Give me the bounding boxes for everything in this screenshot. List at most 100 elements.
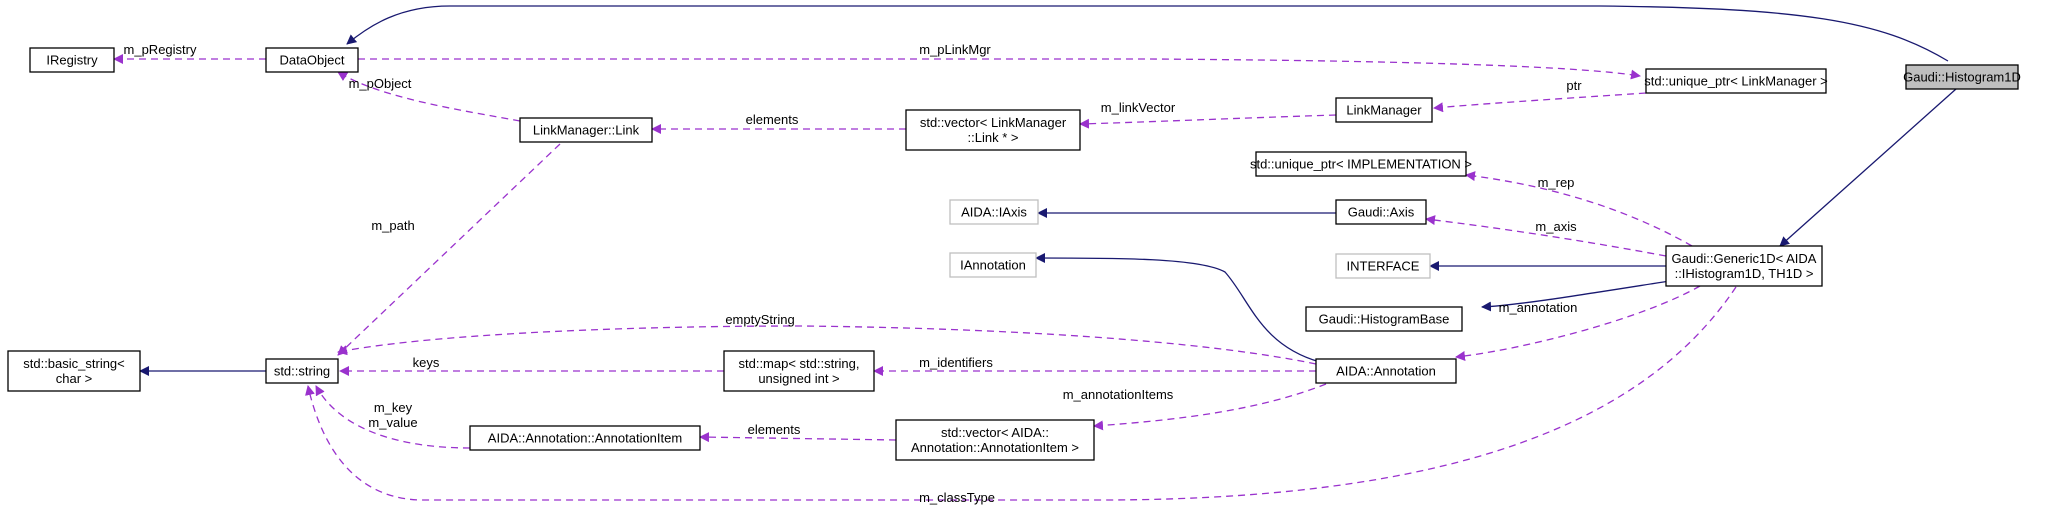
node-label-line: std::unique_ptr< IMPLEMENTATION > (1250, 157, 1472, 172)
node-label-line: ::Link * > (968, 130, 1019, 145)
edge-label-line: m_identifiers (919, 355, 993, 370)
edge-generic1d-to-histbase (1481, 279, 1677, 312)
node-vector-annotationitem[interactable]: std::vector< AIDA::Annotation::Annotatio… (895, 419, 1095, 461)
node-label-line: LinkManager (1346, 103, 1422, 118)
label-m_pLinkMgr: m_pLinkMgr (919, 42, 991, 57)
label-m_annotationItems: m_annotationItems (1063, 387, 1174, 402)
edge-emptyString (337, 325, 1317, 365)
node-label-line: std::basic_string< (23, 356, 125, 371)
node-gaudi-axis[interactable]: Gaudi::Axis (1335, 199, 1427, 225)
edge-label-line: m_annotation (1499, 300, 1578, 315)
svg-text:AIDA::Annotation::AnnotationIt: AIDA::Annotation::AnnotationItem (488, 431, 682, 446)
label-m_rep: m_rep (1538, 175, 1575, 190)
node-label-line: AIDA::Annotation::AnnotationItem (488, 431, 682, 446)
edge-label-line: keys (413, 355, 440, 370)
label-keys: keys (413, 355, 440, 370)
edge-label-line: m_annotationItems (1063, 387, 1174, 402)
svg-text:Gaudi::Histogram1D: Gaudi::Histogram1D (1903, 70, 2021, 85)
node-aida-iaxis[interactable]: AIDA::IAxis (949, 199, 1039, 225)
edge-m_path (337, 143, 561, 356)
edge-label-line: m_path (371, 218, 414, 233)
edge-label-line: m_pRegistry (124, 42, 197, 57)
node-label-line: AIDA::Annotation (1336, 364, 1436, 379)
node-unique-ptr-linkmanager[interactable]: std::unique_ptr< LinkManager > (1644, 68, 1828, 94)
node-label-line: Gaudi::Generic1D< AIDA (1672, 251, 1817, 266)
svg-text:std::map< std::string,unsigned: std::map< std::string,unsigned int > (738, 356, 859, 386)
edge-label-line: ptr (1566, 78, 1582, 93)
label-m_pRegistry: m_pRegistry (124, 42, 197, 57)
svg-text:LinkManager::Link: LinkManager::Link (533, 123, 640, 138)
nodes: Gaudi::Histogram1D DataObject IRegistry … (7, 47, 2021, 461)
node-vector-link-ptr[interactable]: std::vector< LinkManager::Link * > (905, 109, 1081, 151)
node-std-string[interactable]: std::string (265, 358, 339, 384)
edge-m_axis (1425, 215, 1667, 257)
svg-text:std::basic_string<char >: std::basic_string<char > (23, 356, 125, 386)
node-linkmanager[interactable]: LinkManager (1335, 97, 1433, 123)
label-m_pObject: m_pObject (349, 76, 412, 91)
node-linkmanager-link[interactable]: LinkManager::Link (519, 117, 653, 143)
label-m_path: m_path (371, 218, 414, 233)
label-ptr: ptr (1566, 78, 1582, 93)
svg-text:DataObject: DataObject (279, 53, 344, 68)
edge-label-line: elements (746, 112, 799, 127)
node-unique-ptr-implementation[interactable]: std::unique_ptr< IMPLEMENTATION > (1250, 151, 1472, 177)
label-elements-link: elements (746, 112, 799, 127)
edge-m_pObject (337, 71, 521, 122)
svg-text:std::string: std::string (274, 364, 330, 379)
label-m_classType: m_classType (919, 490, 995, 505)
edge-label-line: m_value (368, 415, 417, 430)
node-label-line: ::IHistogram1D, TH1D > (1675, 266, 1814, 281)
edges (113, 5, 1957, 501)
edge-label-line: elements (748, 422, 801, 437)
node-label-line: Gaudi::Histogram1D (1903, 70, 2021, 85)
svg-text:std::unique_ptr< LinkManager >: std::unique_ptr< LinkManager > (1644, 74, 1828, 89)
node-label-line: IAnnotation (960, 258, 1026, 273)
node-label-line: std::vector< LinkManager (920, 115, 1067, 130)
edge-histogram1d-to-generic1d (1779, 88, 1957, 247)
edge-m_annotation (1455, 285, 1701, 361)
edge-label-line: m_key (374, 400, 413, 415)
node-label-line: INTERFACE (1347, 259, 1420, 274)
edge-m_linkVector (1079, 114, 1337, 129)
node-gaudi-histogram1d[interactable]: Gaudi::Histogram1D (1903, 64, 2021, 90)
edge-annotation-to-iannotation (1035, 253, 1321, 363)
node-std-basic-string[interactable]: std::basic_string<char > (7, 350, 141, 392)
svg-text:Gaudi::Axis: Gaudi::Axis (1348, 205, 1415, 220)
svg-text:Gaudi::HistogramBase: Gaudi::HistogramBase (1319, 312, 1450, 327)
node-label-line: unsigned int > (758, 371, 839, 386)
node-label-line: IRegistry (46, 53, 98, 68)
node-label-line: std::string (274, 364, 330, 379)
svg-text:Gaudi::Generic1D< AIDA::IHisto: Gaudi::Generic1D< AIDA::IHistogram1D, TH… (1672, 251, 1817, 281)
edge-m_classType (305, 286, 1737, 501)
node-gaudi-generic1d[interactable]: Gaudi::Generic1D< AIDA::IHistogram1D, TH… (1665, 245, 1823, 287)
node-iannotation[interactable]: IAnnotation (949, 252, 1037, 278)
label-emptyString: emptyString (725, 312, 794, 327)
label-m_axis: m_axis (1535, 219, 1577, 234)
node-dataobject[interactable]: DataObject (265, 47, 359, 73)
node-std-map[interactable]: std::map< std::string,unsigned int > (723, 350, 875, 392)
svg-text:AIDA::Annotation: AIDA::Annotation (1336, 364, 1436, 379)
svg-text:INTERFACE: INTERFACE (1347, 259, 1420, 274)
node-label-line: std::map< std::string, (738, 356, 859, 371)
node-aida-annotation[interactable]: AIDA::Annotation (1315, 358, 1457, 384)
edge-labels: m_pRegistry m_pLinkMgr m_pObject ptr m_l… (124, 42, 1583, 505)
node-interface[interactable]: INTERFACE (1335, 253, 1431, 279)
edge-elements-item (699, 432, 897, 443)
node-aida-annotation-annotationitem[interactable]: AIDA::Annotation::AnnotationItem (469, 425, 701, 451)
node-label-line: char > (56, 371, 93, 386)
node-label-line: Gaudi::HistogramBase (1319, 312, 1450, 327)
label-m_identifiers: m_identifiers (919, 355, 993, 370)
edge-m_pLinkMgr (358, 58, 1641, 80)
node-gaudi-histogrambase[interactable]: Gaudi::HistogramBase (1305, 306, 1463, 332)
svg-text:std::vector< LinkManager::Link: std::vector< LinkManager::Link * > (920, 115, 1067, 145)
node-iregistry[interactable]: IRegistry (29, 47, 115, 73)
node-label-line: Gaudi::Axis (1348, 205, 1415, 220)
svg-text:std::vector< AIDA::Annotation:: std::vector< AIDA::Annotation::Annotatio… (911, 425, 1079, 455)
svg-text:AIDA::IAxis: AIDA::IAxis (961, 205, 1027, 220)
edge-label-line: m_classType (919, 490, 995, 505)
svg-text:IRegistry: IRegistry (46, 53, 98, 68)
label-m_linkVector: m_linkVector (1101, 100, 1176, 115)
edge-ptr (1433, 92, 1647, 113)
